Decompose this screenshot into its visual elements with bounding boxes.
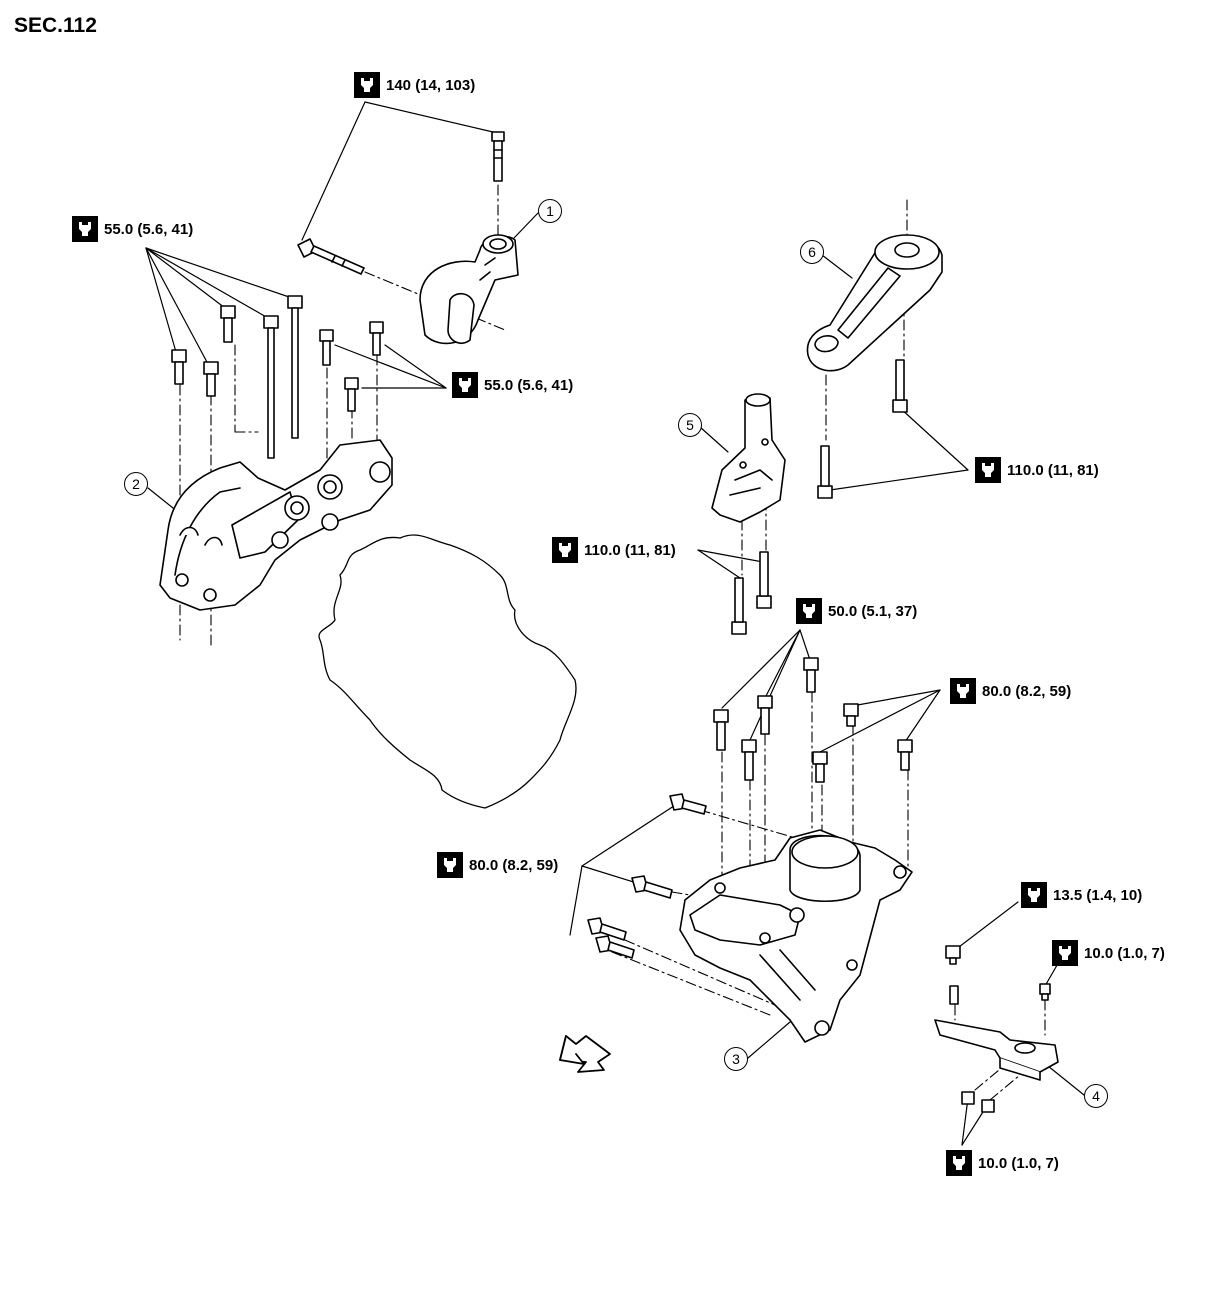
part-1-mount	[419, 234, 519, 345]
part-2-mount	[159, 439, 393, 611]
torque-value: 110.0 (11, 81)	[584, 541, 676, 559]
part-3-mount	[679, 829, 913, 1043]
torque-wrench-icon	[950, 678, 976, 704]
part-6-rod	[806, 234, 943, 372]
torque-spec-9: 13.5 (1.4, 10)	[1021, 882, 1142, 908]
torque-wrench-icon	[1021, 882, 1047, 908]
callout-leaders	[147, 212, 1085, 1096]
part-5-bracket	[711, 393, 786, 523]
torque-value: 140 (14, 103)	[386, 76, 476, 94]
torque-wrench-icon	[354, 72, 380, 98]
bolts	[171, 131, 1051, 1113]
torque-wrench-icon	[1052, 940, 1078, 966]
torque-wrench-icon	[975, 457, 1001, 483]
torque-value: 80.0 (8.2, 59)	[982, 682, 1072, 700]
engine-outline	[318, 534, 577, 809]
callout-part-4: 4	[1084, 1084, 1108, 1108]
torque-wrench-icon	[796, 598, 822, 624]
alignment-lines	[179, 184, 1046, 1101]
torque-spec-7: 80.0 (8.2, 59)	[950, 678, 1071, 704]
part-4-bracket	[934, 1019, 1059, 1081]
torque-value: 10.0 (1.0, 7)	[1084, 944, 1165, 962]
torque-wrench-icon	[946, 1150, 972, 1176]
callout-part-2: 2	[124, 472, 148, 496]
torque-value: 50.0 (5.1, 37)	[828, 602, 918, 620]
callout-part-3: 3	[724, 1047, 748, 1071]
torque-value: 110.0 (11, 81)	[1007, 461, 1099, 479]
torque-wrench-icon	[437, 852, 463, 878]
torque-value: 55.0 (5.6, 41)	[484, 376, 574, 394]
torque-spec-11: 10.0 (1.0, 7)	[946, 1150, 1059, 1176]
torque-wrench-icon	[72, 216, 98, 242]
torque-wrench-icon	[552, 537, 578, 563]
torque-spec-5: 110.0 (11, 81)	[552, 537, 676, 563]
torque-spec-2: 55.0 (5.6, 41)	[72, 216, 193, 242]
torque-value: 80.0 (8.2, 59)	[469, 856, 559, 874]
torque-value: 55.0 (5.6, 41)	[104, 220, 194, 238]
torque-spec-3: 55.0 (5.6, 41)	[452, 372, 573, 398]
torque-value: 13.5 (1.4, 10)	[1053, 886, 1143, 904]
callout-part-6: 6	[800, 240, 824, 264]
torque-value: 10.0 (1.0, 7)	[978, 1154, 1059, 1172]
torque-spec-10: 10.0 (1.0, 7)	[1052, 940, 1165, 966]
callout-part-1: 1	[538, 199, 562, 223]
torque-wrench-icon	[452, 372, 478, 398]
torque-spec-4: 110.0 (11, 81)	[975, 457, 1099, 483]
callout-part-5: 5	[678, 413, 702, 437]
section-label: SEC.112	[14, 14, 97, 37]
torque-spec-8: 80.0 (8.2, 59)	[437, 852, 558, 878]
front-arrow-icon	[559, 1035, 611, 1073]
leader-lines	[145, 101, 1061, 1146]
torque-spec-6: 50.0 (5.1, 37)	[796, 598, 917, 624]
torque-spec-1: 140 (14, 103)	[354, 72, 475, 98]
